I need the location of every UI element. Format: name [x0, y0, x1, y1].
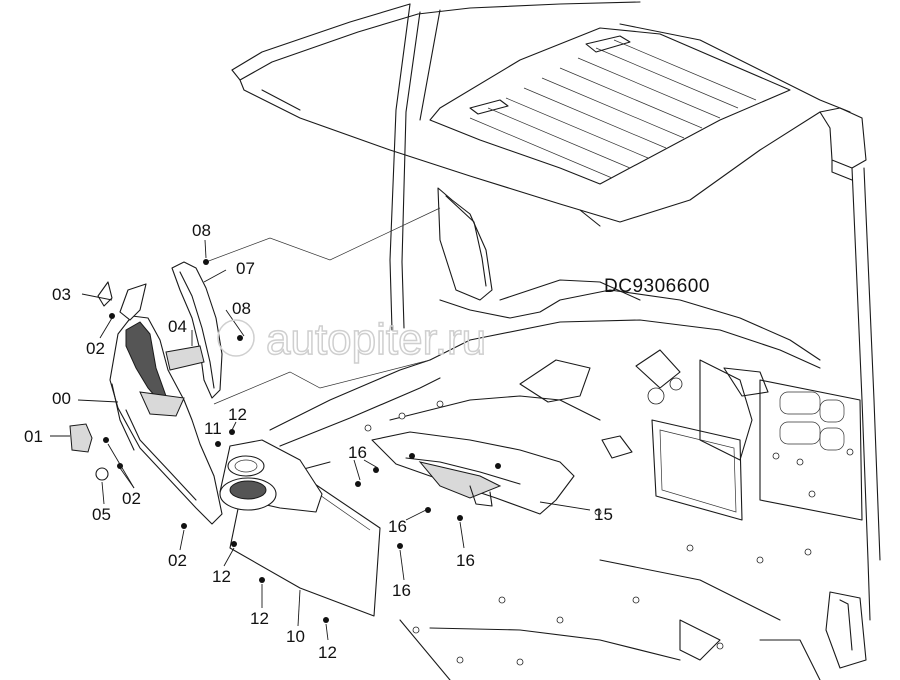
part-00-side-console: [109, 315, 223, 525]
callout-03: 03: [52, 285, 71, 304]
callout-16-b: 16: [388, 517, 407, 536]
callout-08-top: 08: [192, 221, 211, 240]
callout-00: 00: [52, 389, 71, 408]
callout-16-d: 16: [392, 581, 411, 600]
callout-10: 10: [286, 627, 305, 646]
watermark-text: autopiter.ru: [266, 315, 486, 364]
callout-11: 11: [204, 419, 222, 438]
watermark: autopiter.ru: [217, 314, 487, 365]
small-parts: [69, 281, 147, 481]
cab-roof: [231, 1, 867, 227]
callout-12-d: 12: [318, 643, 337, 662]
cab-floor: [269, 279, 867, 680]
callout-07: 07: [236, 259, 255, 278]
callout-12-a: 12: [228, 405, 247, 424]
callout-02-a: 02: [86, 339, 105, 358]
callout-16-c: 16: [456, 551, 475, 570]
callout-05: 05: [92, 505, 111, 524]
callout-labels: 08 07 03 08 04 02 00 12 11 01 16 02 05 1…: [24, 221, 613, 662]
cup-holder-assembly: [219, 439, 323, 513]
part-07-pillar-trim: [165, 261, 223, 399]
callout-01: 01: [24, 427, 43, 446]
leader-lines: [50, 239, 591, 641]
callout-08-mid: 08: [232, 299, 251, 318]
callout-04: 04: [168, 317, 187, 336]
drawing-code: DC9306600: [604, 276, 710, 297]
callout-12-b: 12: [212, 567, 231, 586]
part-15-floor-panel: [371, 431, 575, 515]
callout-02-c: 02: [168, 551, 187, 570]
callout-02-b: 02: [122, 489, 141, 508]
callout-12-c: 12: [250, 609, 269, 628]
guide-lines: [205, 207, 441, 405]
callout-16-a: 16: [348, 443, 367, 462]
cab-pillars: [389, 3, 881, 621]
callout-15: 15: [594, 505, 613, 524]
